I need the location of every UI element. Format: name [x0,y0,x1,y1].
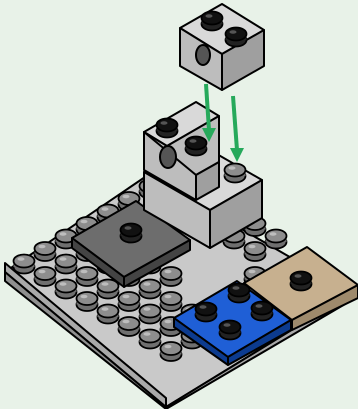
baseplate-stud [96,278,120,300]
baseplate-stud [54,253,78,275]
blue-stud-3 [218,319,242,341]
tan-2x2-tile [243,246,358,331]
top-brick-stud-2 [224,26,248,48]
baseplate-stud [96,303,120,325]
stack-stud-1 [155,117,179,139]
gray-technic-brick-incoming [179,3,265,91]
stack-lower-right [209,179,263,249]
stack-axle-hole [159,145,177,169]
gray-technic-brick-stack [143,101,263,249]
top-brick-stud-1 [200,10,224,32]
stack-stud-2 [184,135,208,157]
baseplate-stud [75,266,99,287]
placement-arrow-2 [230,95,244,162]
blue-stud-4 [250,300,274,322]
baseplate-stud [117,291,141,312]
baseplate-stud [138,278,162,300]
top-brick-right [221,29,265,91]
blue-stud-2 [227,282,251,304]
tan-tile-stud [289,270,313,292]
baseplate-stud [33,241,57,262]
placement-arrows [202,83,244,162]
tan-tile-front [291,284,358,331]
baseplate-stud [75,291,99,312]
baseplate-stud [159,291,183,312]
baseplate-stud [138,303,162,325]
baseplate-stud [159,266,183,287]
baseplate-stud [54,278,78,300]
dark-tile-stud [119,222,143,244]
blue-2x2-plate [173,280,292,366]
blue-stud-1 [194,301,218,323]
baseplate-stud [117,316,141,337]
baseplate-stud [264,228,288,250]
baseplate-left-face [4,271,167,409]
baseplate-stud [12,253,36,275]
baseplate-stud [243,241,267,262]
baseplate-stud [33,266,57,287]
placement-arrow-1 [202,83,216,142]
dark-tile-front [123,239,191,288]
stack-stud-exposed [223,162,247,184]
baseplate-stud [159,341,183,362]
stack-upper-right [195,161,220,201]
baseplate-stud [138,328,162,350]
top-brick-axle-hole [195,44,211,66]
